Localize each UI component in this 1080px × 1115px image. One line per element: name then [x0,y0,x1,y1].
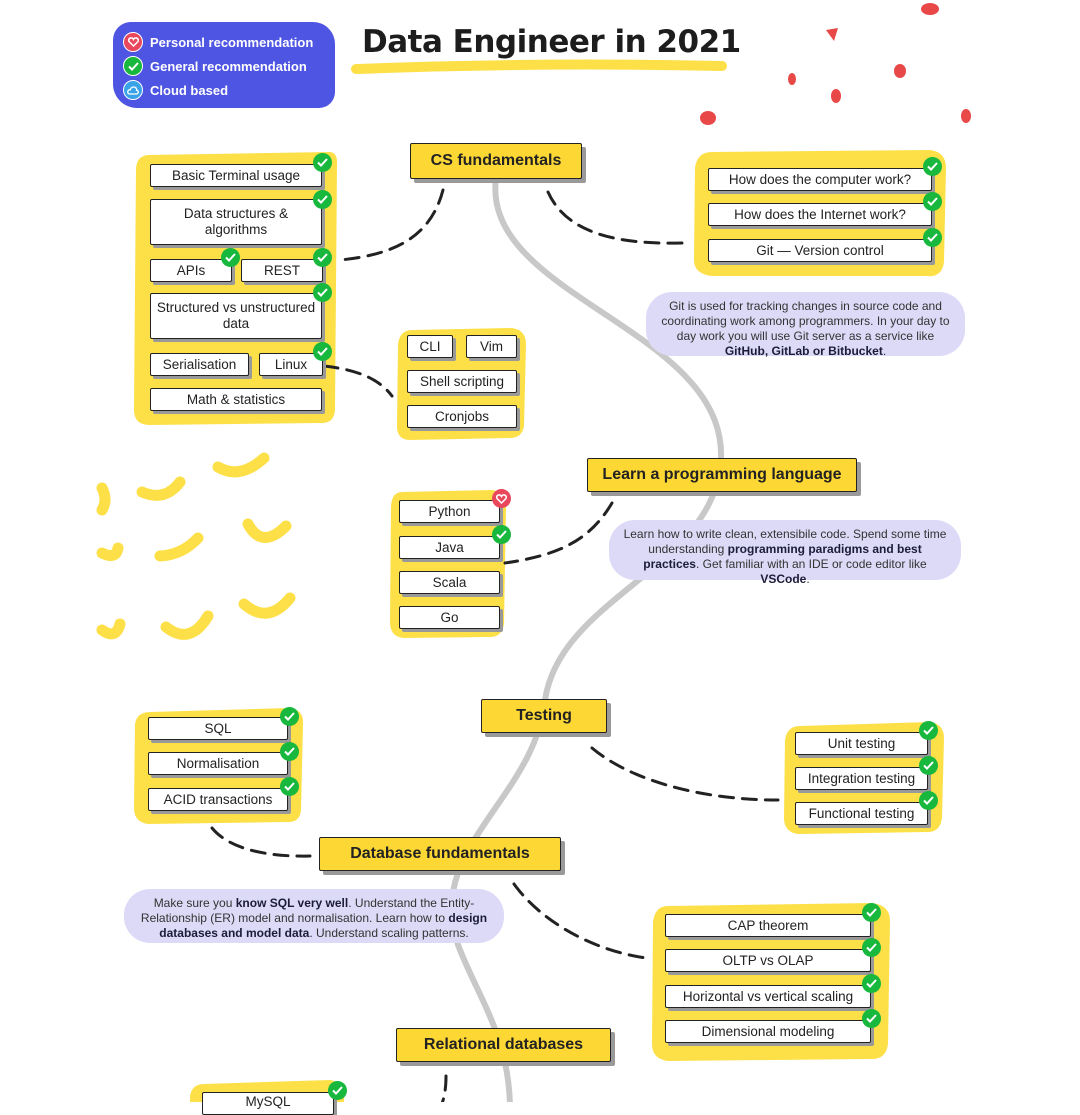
db-note-t1: Make sure you [153,896,233,910]
node-unit-testing[interactable]: Unit testing [795,732,928,755]
check-icon [328,1081,347,1100]
roadmap-path [448,175,725,1102]
node-apis[interactable]: APIs [150,259,232,282]
db-note-t3: . Understand scaling patterns. [309,926,469,940]
git-note-services: GitHub, GitLab or Bitbucket [724,344,883,358]
check-icon [923,157,942,176]
node-integration-testing[interactable]: Integration testing [795,767,928,790]
git-note: Git is used for tracking changes in sour… [646,292,965,358]
node-cli[interactable]: CLI [407,335,453,358]
legend-general: General recommendation [123,56,307,76]
cs-left-group-bg [134,152,338,425]
title-underline [351,59,727,74]
check-icon [280,742,299,761]
check-icon [313,283,332,302]
node-data-structures[interactable]: Data structures & algorithms [150,199,322,245]
node-git-version-control[interactable]: Git — Version control [708,239,932,262]
yellow-crescents [96,452,296,640]
heart-icon [492,489,511,508]
topic-database-fundamentals[interactable]: Database fundamentals [319,837,561,871]
node-internet-work[interactable]: How does the Internet work? [708,203,932,226]
legend: Personal recommendation General recommen… [113,22,335,108]
node-math-statistics[interactable]: Math & statistics [150,388,322,411]
node-go[interactable]: Go [399,606,500,629]
node-computer-work[interactable]: How does the computer work? [708,168,932,191]
node-normalisation[interactable]: Normalisation [148,752,288,775]
db-note-b2: design databases and model data [159,911,488,940]
node-java[interactable]: Java [399,536,500,559]
check-icon [280,777,299,796]
legend-personal-label: Personal recommendation [150,34,314,50]
lang-group-bg [390,490,506,638]
topic-relational-databases[interactable]: Relational databases [396,1028,611,1062]
node-functional-testing[interactable]: Functional testing [795,802,928,825]
check-icon [123,56,143,76]
db-note-b1: know SQL very well [235,896,349,910]
lang-note-t2: . Get familiar with an IDE or code edito… [695,557,927,571]
cloud-icon [123,80,143,100]
connectors [210,188,780,1102]
legend-general-label: General recommendation [150,58,307,74]
check-icon [923,192,942,211]
legend-cloud-label: Cloud based [150,82,229,98]
check-icon [313,248,332,267]
topic-testing[interactable]: Testing [481,699,607,733]
node-sql[interactable]: SQL [148,717,288,740]
node-oltp-olap[interactable]: OLTP vs OLAP [665,949,871,972]
node-python[interactable]: Python [399,500,500,523]
red-confetti [700,3,971,125]
check-icon [280,707,299,726]
node-scaling[interactable]: Horizontal vs vertical scaling [665,985,871,1008]
check-icon [313,153,332,172]
language-note: Learn how to write clean, extensibile co… [609,520,961,586]
database-note: Make sure you know SQL very well. Unders… [124,889,504,943]
check-icon [862,1009,881,1028]
node-structured-data[interactable]: Structured vs unstructured data [150,293,322,339]
page-title: Data Engineer in 2021 [362,24,741,60]
check-icon [221,248,240,267]
legend-personal: Personal recommendation [123,32,313,52]
lang-note-t1: Learn how to write clean, extensibile co… [623,527,947,556]
node-acid-transactions[interactable]: ACID transactions [148,788,288,811]
lang-note-t3: . [806,572,810,586]
git-note-end: . [882,344,887,358]
check-icon [313,342,332,361]
lang-note-b1: programming paradigms and best practices [643,542,922,571]
check-icon [492,525,511,544]
node-mysql[interactable]: MySQL [202,1092,334,1115]
node-cap-theorem[interactable]: CAP theorem [665,914,871,937]
node-basic-terminal[interactable]: Basic Terminal usage [150,164,322,187]
node-cronjobs[interactable]: Cronjobs [407,405,517,428]
node-scala[interactable]: Scala [399,571,500,594]
check-icon [923,228,942,247]
check-icon [862,938,881,957]
heart-icon [123,32,143,52]
node-vim[interactable]: Vim [466,335,517,358]
legend-cloud: Cloud based [123,80,228,100]
topic-programming-language[interactable]: Learn a programming language [587,458,857,492]
db-note-t2: . Understand the Entity-Relationship (ER… [140,896,475,925]
check-icon [919,791,938,810]
node-dimensional-modeling[interactable]: Dimensional modeling [665,1020,871,1043]
lang-note-b2: VSCode [760,572,807,586]
node-shell-scripting[interactable]: Shell scripting [407,370,517,393]
git-note-text: Git is used for tracking changes in sour… [661,299,950,343]
node-linux[interactable]: Linux [259,353,323,376]
node-serialisation[interactable]: Serialisation [150,353,249,376]
check-icon [919,756,938,775]
check-icon [862,903,881,922]
check-icon [919,721,938,740]
node-rest[interactable]: REST [241,259,323,282]
check-icon [313,190,332,209]
topic-cs-fundamentals[interactable]: CS fundamentals [410,143,582,179]
check-icon [862,974,881,993]
